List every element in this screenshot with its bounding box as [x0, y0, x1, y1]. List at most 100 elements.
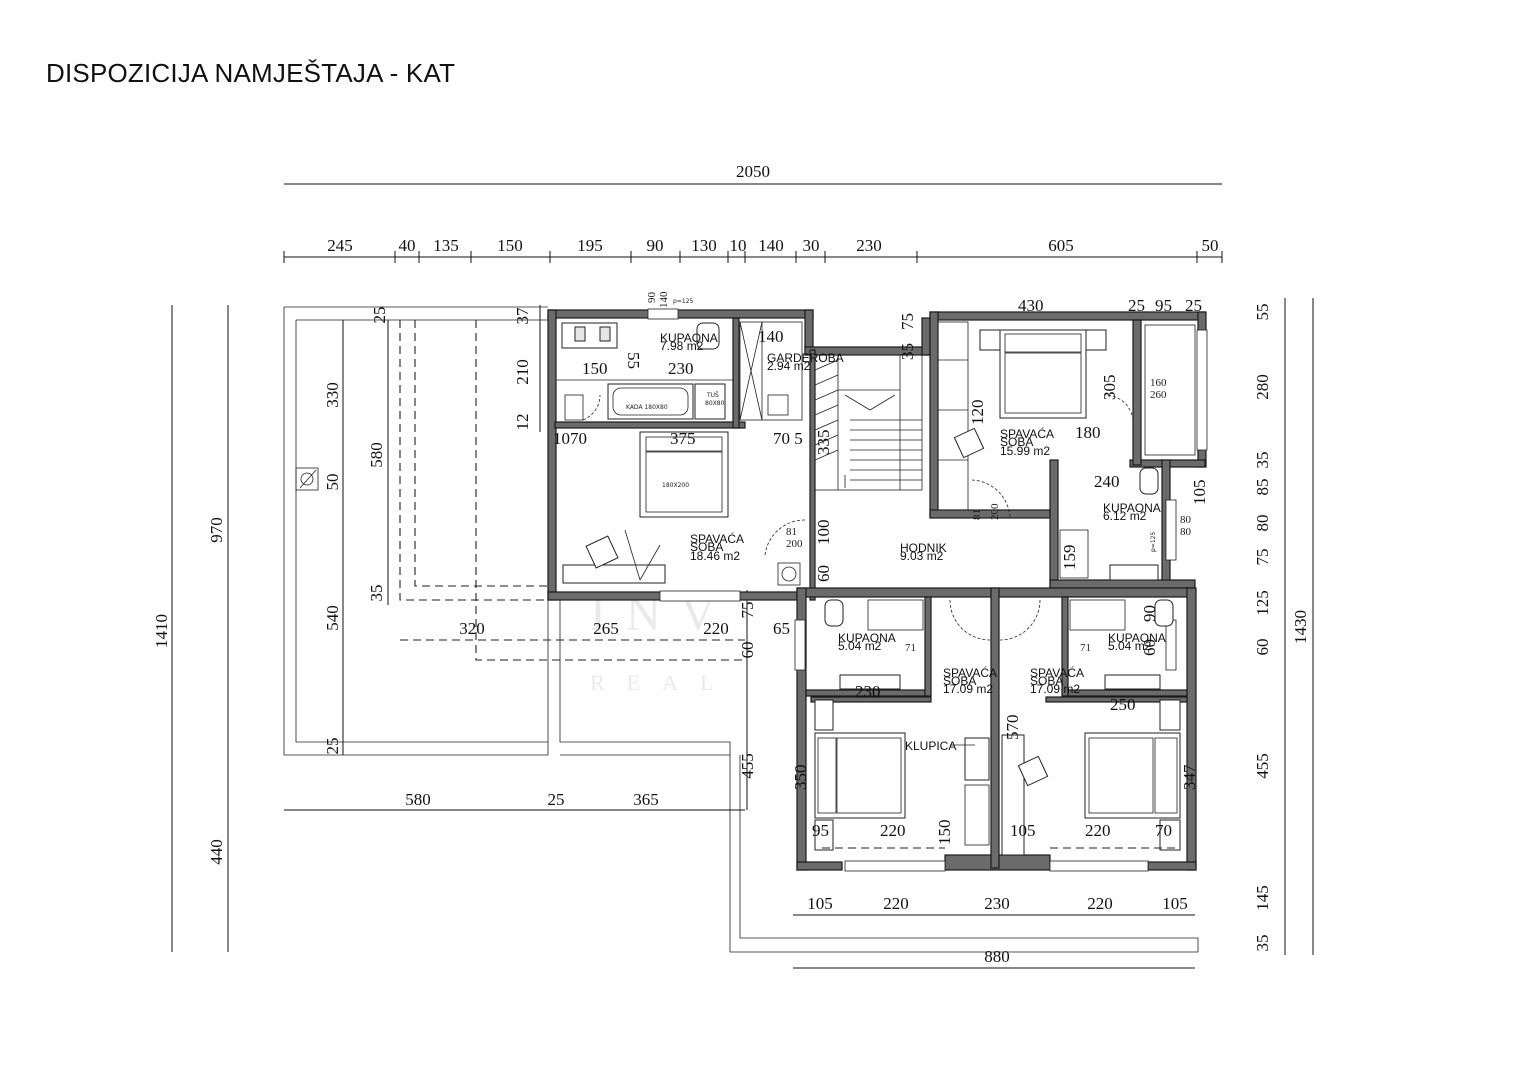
svg-text:5.04 m2: 5.04 m2: [838, 639, 882, 653]
svg-text:140: 140: [758, 327, 784, 346]
svg-text:105: 105: [1162, 894, 1188, 913]
svg-text:220: 220: [1087, 894, 1113, 913]
svg-text:220: 220: [883, 894, 909, 913]
svg-text:90: 90: [646, 292, 658, 304]
dim-overall-left: 1410: [152, 614, 171, 648]
svg-text:SPAVAĆA: SPAVAĆA: [943, 665, 997, 680]
svg-text:105: 105: [1190, 480, 1209, 506]
svg-text:260: 260: [1150, 389, 1167, 401]
svg-text:18.46 m2: 18.46 m2: [690, 549, 740, 563]
bath2-fixtures: KUPAONA 6.12 m2 p=125: [1059, 467, 1161, 581]
svg-text:TUŠ: TUŠ: [706, 392, 719, 399]
svg-text:SOBA: SOBA: [1000, 435, 1033, 449]
dim-top-segment: 40: [399, 236, 416, 255]
dim-top-segment: 245: [327, 236, 353, 255]
svg-text:105: 105: [1010, 821, 1036, 840]
svg-text:180: 180: [1075, 423, 1101, 442]
svg-text:80: 80: [1180, 526, 1192, 538]
dim-right-segment: 85: [1253, 479, 1272, 496]
svg-text:375: 375: [670, 429, 696, 448]
svg-text:540: 540: [323, 605, 342, 631]
svg-text:25: 25: [548, 790, 565, 809]
dim-right-segment: 55: [1253, 304, 1272, 321]
svg-text:180X200: 180X200: [662, 482, 689, 489]
dim-top-segment: 605: [1048, 236, 1074, 255]
svg-text:65: 65: [773, 619, 790, 638]
svg-text:95: 95: [1155, 296, 1172, 315]
svg-text:230: 230: [855, 682, 881, 701]
svg-text:210: 210: [513, 359, 532, 385]
svg-text:70 5: 70 5: [773, 429, 803, 448]
svg-text:SPAVAĆA: SPAVAĆA: [1000, 426, 1054, 441]
svg-text:880: 880: [984, 947, 1010, 966]
svg-text:365: 365: [633, 790, 659, 809]
svg-text:455: 455: [738, 753, 757, 779]
svg-text:37: 37: [513, 307, 532, 325]
svg-text:6.12 m2: 6.12 m2: [1103, 509, 1147, 523]
svg-text:330: 330: [323, 382, 342, 408]
svg-text:60: 60: [814, 565, 833, 582]
svg-text:159: 159: [1060, 545, 1079, 571]
svg-text:p=125: p=125: [1150, 532, 1157, 552]
dim-top-segment: 130: [691, 236, 717, 255]
bottom-dimensions: 580 25 365 105 220 230 220 105 880: [284, 790, 1195, 969]
svg-text:p=125: p=125: [673, 298, 693, 305]
dim-right-segment: 75: [1253, 549, 1272, 566]
bath3-fixtures: KUPAONA 5.04 m2: [824, 599, 924, 690]
svg-text:REAL: REAL: [590, 670, 735, 695]
svg-text:9.03 m2: 9.03 m2: [900, 549, 944, 563]
svg-text:17.09 m2: 17.09 m2: [943, 682, 993, 696]
svg-text:15.99 m2: 15.99 m2: [1000, 444, 1050, 458]
svg-text:60: 60: [1140, 639, 1159, 656]
svg-text:25: 25: [370, 307, 389, 324]
svg-text:440: 440: [207, 839, 226, 865]
svg-text:200: 200: [786, 538, 803, 550]
svg-text:KUPAONA: KUPAONA: [660, 331, 718, 345]
svg-text:55: 55: [624, 352, 643, 369]
svg-text:75: 75: [898, 313, 917, 330]
svg-text:105: 105: [807, 894, 833, 913]
svg-text:SOBA: SOBA: [1030, 674, 1063, 688]
svg-text:81: 81: [971, 509, 983, 520]
svg-text:200: 200: [989, 503, 1001, 520]
svg-text:95: 95: [812, 821, 829, 840]
svg-text:100: 100: [814, 520, 833, 546]
dim-right-segment: 80: [1253, 515, 1272, 532]
svg-text:GARDEROBA: GARDEROBA: [767, 351, 844, 365]
svg-text:25: 25: [1185, 296, 1202, 315]
page-title: DISPOZICIJA NAMJEŠTAJA - KAT: [46, 58, 456, 88]
dim-right-segment: 145: [1253, 885, 1272, 911]
svg-text:17.09 m2: 17.09 m2: [1030, 682, 1080, 696]
svg-text:SOBA: SOBA: [943, 674, 976, 688]
bedroom1-furniture: 180X200 SPAVAĆA SOBA 18.46 m2: [562, 431, 806, 586]
svg-text:SPAVAĆA: SPAVAĆA: [690, 531, 744, 546]
svg-text:230: 230: [668, 359, 694, 378]
dim-top-segment: 135: [433, 236, 459, 255]
dim-right-segment: 125: [1253, 590, 1272, 616]
svg-text:350: 350: [791, 765, 810, 791]
svg-text:KLUPICA: KLUPICA: [905, 739, 956, 753]
svg-text:240: 240: [1094, 472, 1120, 491]
svg-text:7.98 m2: 7.98 m2: [660, 339, 704, 353]
svg-text:150: 150: [935, 820, 954, 846]
bedroom4-furniture: SPAVAĆA SOBA 17.09 m2: [1001, 665, 1181, 856]
svg-text:120: 120: [968, 400, 987, 426]
svg-text:430: 430: [1018, 296, 1044, 315]
svg-text:12: 12: [513, 414, 532, 431]
svg-text:265: 265: [593, 619, 619, 638]
dim-top-segment: 90: [647, 236, 664, 255]
svg-text:70: 70: [1155, 821, 1172, 840]
svg-text:35: 35: [898, 343, 917, 360]
svg-text:50: 50: [323, 474, 342, 491]
wardrobe: GARDEROBA 2.94 m2: [739, 321, 844, 421]
dim-top-segment: 30: [803, 236, 820, 255]
svg-text:HODNIK: HODNIK: [900, 541, 947, 555]
svg-text:KADA 180X80: KADA 180X80: [626, 404, 668, 411]
bath1-fixtures: KUPAONA 7.98 m2 KADA 180X80 TUŠ 80X80: [556, 322, 733, 421]
svg-text:160: 160: [1150, 377, 1167, 389]
svg-text:25: 25: [323, 738, 342, 755]
svg-text:580: 580: [405, 790, 431, 809]
svg-text:230: 230: [984, 894, 1010, 913]
